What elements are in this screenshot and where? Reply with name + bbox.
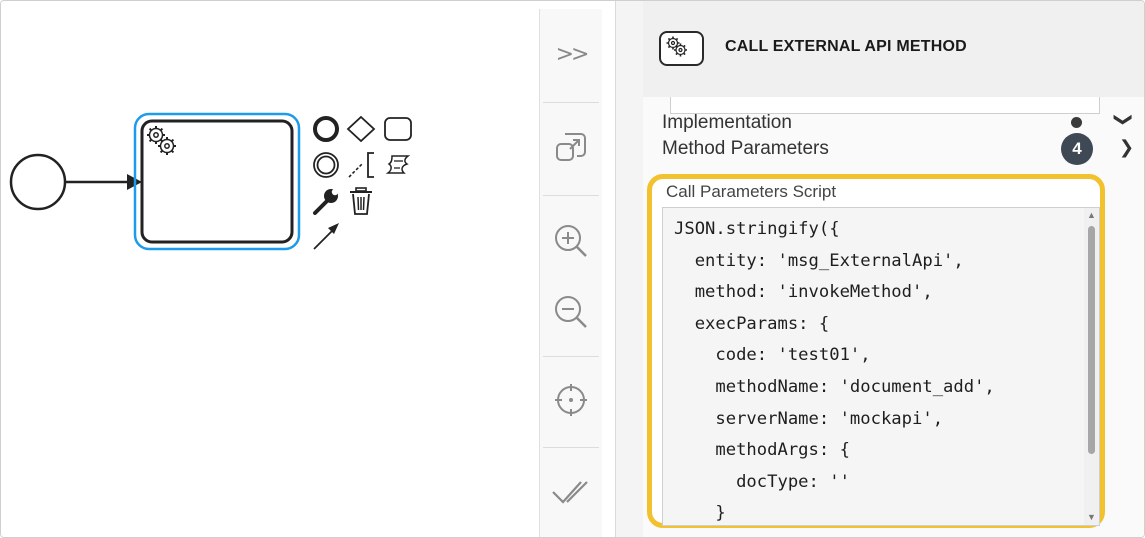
panel-title: CALL EXTERNAL API METHOD	[725, 38, 967, 55]
toolbar-divider	[543, 195, 599, 196]
implementation-status-dot	[1071, 117, 1082, 128]
diagram-svg	[9, 112, 301, 251]
validate-button[interactable]	[540, 447, 602, 537]
call-parameters-script-text[interactable]: JSON.stringify({ entity: 'msg_ExternalAp…	[674, 219, 995, 524]
panel-header: CALL EXTERNAL API METHOD	[643, 1, 1144, 98]
top-input-field[interactable]	[670, 97, 1100, 114]
gateway-icon[interactable]	[346, 114, 376, 144]
gears-icon	[147, 126, 176, 155]
scroll-down-icon[interactable]: ▼	[1087, 512, 1096, 522]
scroll-up-icon[interactable]: ▲	[1087, 210, 1096, 220]
panel-body: Implementation ❯ Method Parameters 4 ❯ C…	[643, 97, 1144, 537]
collapse-icon: >>	[555, 41, 590, 67]
start-event[interactable]	[9, 153, 67, 211]
chevron-right-icon[interactable]: ❯	[1119, 137, 1135, 157]
task-selection-outline	[133, 112, 301, 251]
reset-view-icon	[555, 384, 587, 416]
toolbar-divider	[543, 356, 599, 357]
collapse-panel-button[interactable]: >>	[540, 9, 602, 99]
zoom-in-icon	[555, 225, 587, 257]
properties-panel: CALL EXTERNAL API METHOD Implementation …	[615, 1, 1144, 537]
toolbar-divider	[543, 102, 599, 103]
zoom-out-button[interactable]	[540, 267, 602, 357]
wrench-icon[interactable]	[311, 186, 341, 216]
editor-scrollbar-thumb[interactable]	[1088, 226, 1095, 454]
zoom-out-icon	[555, 296, 587, 328]
call-parameters-label: Call Parameters Script	[666, 182, 837, 201]
call-parameters-highlight: Call Parameters Script JSON.stringify({ …	[647, 174, 1105, 528]
arrow-connect-icon[interactable]	[311, 221, 341, 251]
service-task-icon	[659, 31, 704, 66]
diagram-canvas[interactable]	[1, 1, 531, 537]
service-task[interactable]	[140, 119, 294, 244]
connect-icon[interactable]	[346, 150, 376, 180]
canvas-toolbar: >>	[539, 9, 603, 537]
task-icon[interactable]	[383, 114, 413, 144]
end-event-icon[interactable]	[311, 114, 341, 144]
toolbar-divider	[543, 447, 599, 448]
reset-view-button[interactable]	[540, 355, 602, 445]
method-parameters-count-badge: 4	[1061, 133, 1093, 165]
fullscreen-button[interactable]	[540, 103, 602, 193]
implementation-group-header[interactable]: Implementation	[662, 112, 792, 133]
zoom-in-button[interactable]	[540, 196, 602, 286]
editor-scrollbar[interactable]: ▲ ▼	[1084, 208, 1099, 525]
call-parameters-script-editor[interactable]: JSON.stringify({ entity: 'msg_ExternalAp…	[662, 207, 1100, 526]
text-annotation-icon[interactable]	[383, 150, 413, 180]
chevron-down-icon[interactable]: ❯	[1114, 111, 1135, 128]
fullscreen-icon	[556, 133, 586, 161]
method-parameters-group-header[interactable]: Method Parameters	[662, 138, 829, 159]
validate-icon	[552, 481, 588, 504]
intermediate-event-icon[interactable]	[311, 150, 341, 180]
canvas-gutter	[531, 1, 539, 537]
panel-gutter	[602, 1, 615, 537]
trash-icon[interactable]	[346, 186, 376, 216]
